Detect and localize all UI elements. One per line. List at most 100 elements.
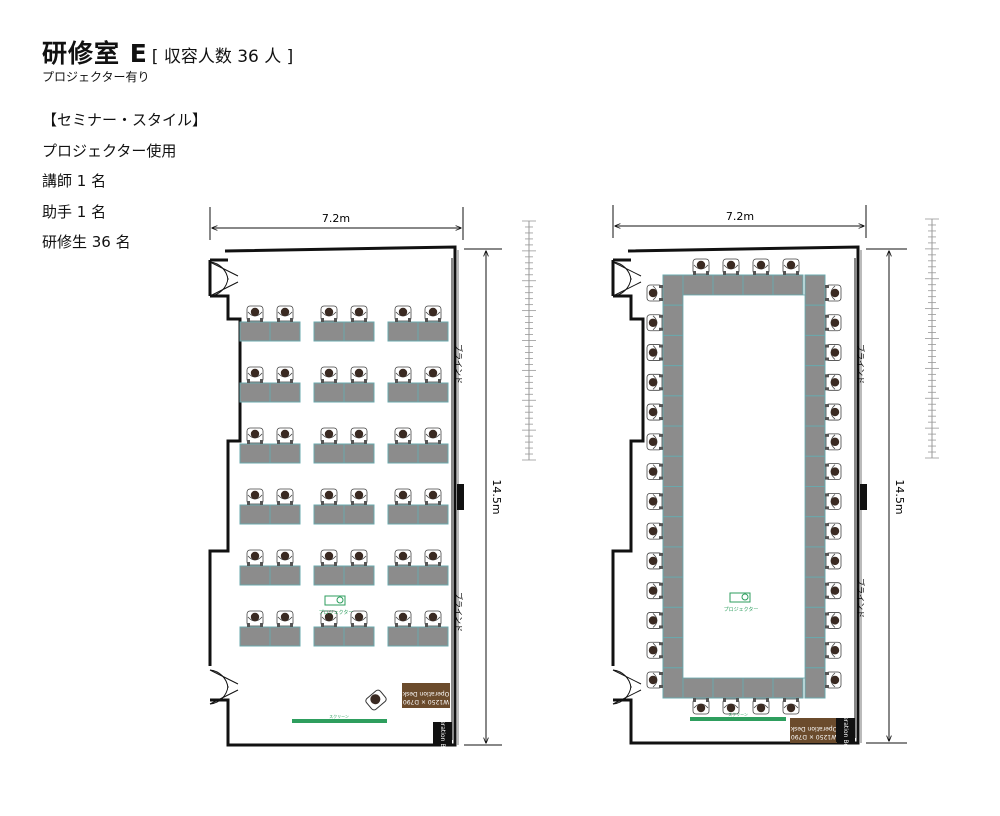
chair <box>825 433 842 451</box>
table <box>313 443 345 464</box>
chair <box>646 433 663 451</box>
table <box>269 626 301 647</box>
room-walls <box>611 245 867 745</box>
table <box>712 274 744 296</box>
chair <box>692 698 710 715</box>
chair <box>394 549 412 566</box>
screen: スクリーン <box>690 711 786 721</box>
chair <box>394 366 412 383</box>
projector: プロジェクター <box>724 592 759 613</box>
table <box>804 365 826 397</box>
chair <box>276 305 294 322</box>
chair <box>276 549 294 566</box>
room-name: 研修室 E <box>42 39 148 68</box>
width-label: 7.2m <box>726 210 754 223</box>
scale-ruler <box>925 218 939 459</box>
plan-hollow-square: 7.2m 14.5m ブラインド ブラインド <box>611 205 939 751</box>
layout-info: 【セミナー・スタイル】 プロジェクター使用 講師 1 名 助手 1 名 研修生 … <box>42 105 207 258</box>
chair <box>394 305 412 322</box>
operation-box: Operation Box <box>836 708 855 751</box>
chair <box>752 698 770 715</box>
chair <box>646 552 663 570</box>
chair <box>276 427 294 444</box>
projector-label: プロジェクター <box>724 606 759 613</box>
chair <box>646 344 663 361</box>
info-assistant: 助手 1 名 <box>42 202 107 221</box>
chair <box>825 373 842 391</box>
chair <box>646 612 663 629</box>
table <box>804 637 826 669</box>
chair <box>646 373 663 391</box>
table <box>239 321 271 342</box>
chair <box>646 671 663 689</box>
table <box>313 321 345 342</box>
chair <box>692 258 710 275</box>
projector-label: プロジェクター <box>319 609 354 616</box>
table <box>804 274 826 306</box>
chair <box>424 549 442 566</box>
chair <box>424 305 442 322</box>
operation-desk: Operation Desk W1250 × D790 <box>790 718 837 743</box>
chair <box>320 610 338 627</box>
table <box>662 576 684 608</box>
chair <box>825 522 842 540</box>
length-dimension: 14.5m <box>866 248 907 744</box>
chair <box>350 549 368 566</box>
table <box>343 382 375 403</box>
table <box>239 443 271 464</box>
operation-desk: Operation Desk W1250 × D790 <box>402 683 450 708</box>
table <box>662 274 684 306</box>
table <box>417 443 449 464</box>
table <box>804 395 826 427</box>
table <box>662 334 684 367</box>
chair <box>394 427 412 444</box>
table <box>239 382 271 403</box>
table <box>662 304 684 336</box>
chair <box>782 698 800 715</box>
seminar-tables <box>239 305 449 647</box>
table <box>804 667 826 699</box>
chair <box>320 549 338 566</box>
table <box>417 321 449 342</box>
chair <box>825 344 842 361</box>
table <box>662 667 684 699</box>
chair <box>350 488 368 505</box>
chair <box>424 488 442 505</box>
chair <box>424 610 442 627</box>
chair <box>276 366 294 383</box>
table <box>343 565 375 586</box>
chair <box>276 488 294 505</box>
table <box>269 321 301 342</box>
table <box>742 677 774 699</box>
table <box>239 626 271 647</box>
table <box>662 395 684 427</box>
room-capacity: [ 収容人数 36 人 ] <box>151 47 294 67</box>
info-instructor: 講師 1 名 <box>42 172 107 190</box>
table <box>662 606 684 639</box>
projector: プロジェクター <box>319 595 354 616</box>
door-top <box>612 261 642 297</box>
chair <box>825 463 842 481</box>
chair <box>350 610 368 627</box>
table <box>804 546 826 578</box>
table <box>804 304 826 336</box>
chair <box>246 427 264 444</box>
table <box>417 504 449 525</box>
desk-size: W1250 × D790 <box>403 698 449 705</box>
table <box>742 274 774 296</box>
table <box>712 677 744 699</box>
length-dimension: 14.5m <box>464 248 503 746</box>
chair <box>646 641 663 659</box>
table <box>343 321 375 342</box>
chair <box>320 366 338 383</box>
table <box>313 565 345 586</box>
chair <box>825 492 842 510</box>
operation-box: Operation Box <box>433 712 452 755</box>
chair <box>825 671 842 689</box>
chair <box>646 403 663 421</box>
table <box>772 677 804 699</box>
chair <box>646 284 663 302</box>
chair <box>424 427 442 444</box>
chair <box>320 427 338 444</box>
